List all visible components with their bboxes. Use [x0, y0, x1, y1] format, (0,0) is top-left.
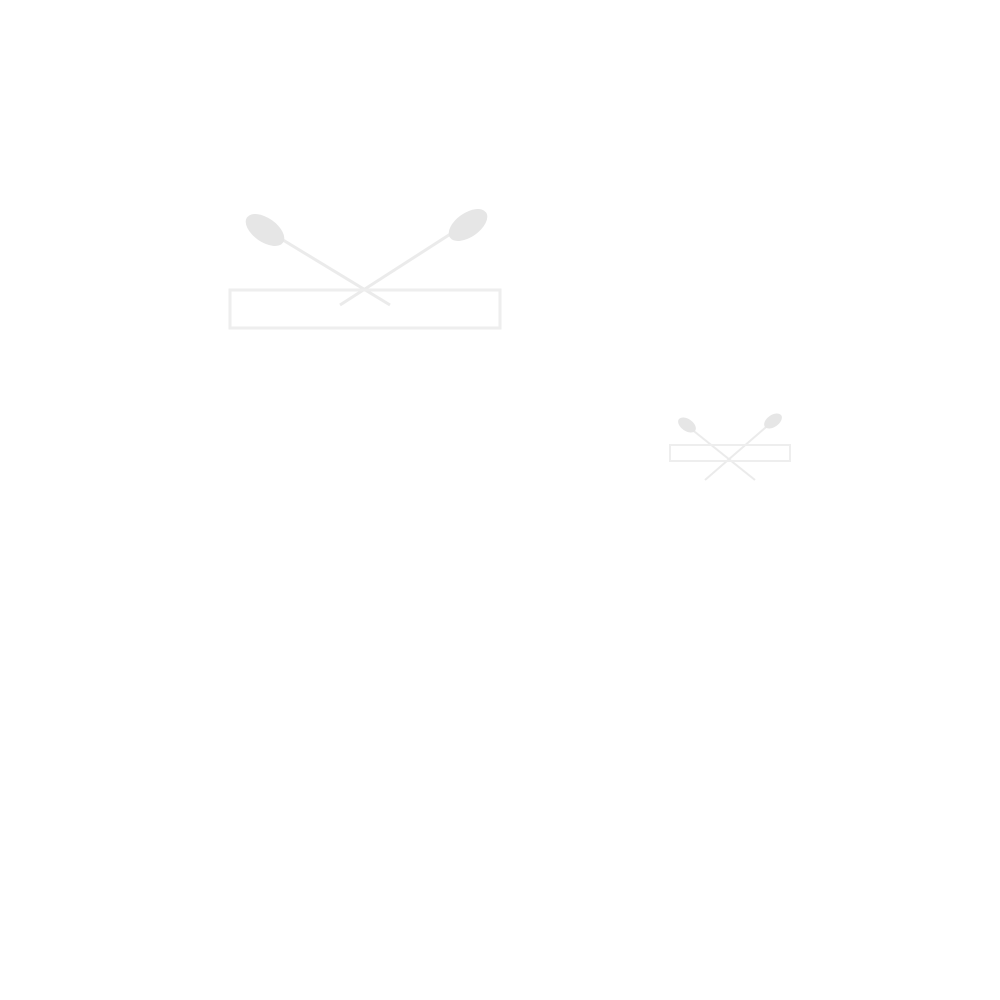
- logo-text-block: [228, 288, 502, 330]
- arrow-fletching-left: [678, 417, 696, 433]
- logo-watermark-small: [665, 405, 795, 485]
- logo-text-block: [669, 444, 791, 462]
- arrow-fletching-right: [764, 413, 782, 429]
- crossed-arrows-logo-icon: [228, 209, 502, 330]
- arrow-fletching-left: [245, 214, 285, 246]
- arrow-fletching-right: [448, 209, 488, 241]
- crossed-arrows-logo-icon: [669, 413, 791, 481]
- logo-watermark-large: [220, 195, 510, 355]
